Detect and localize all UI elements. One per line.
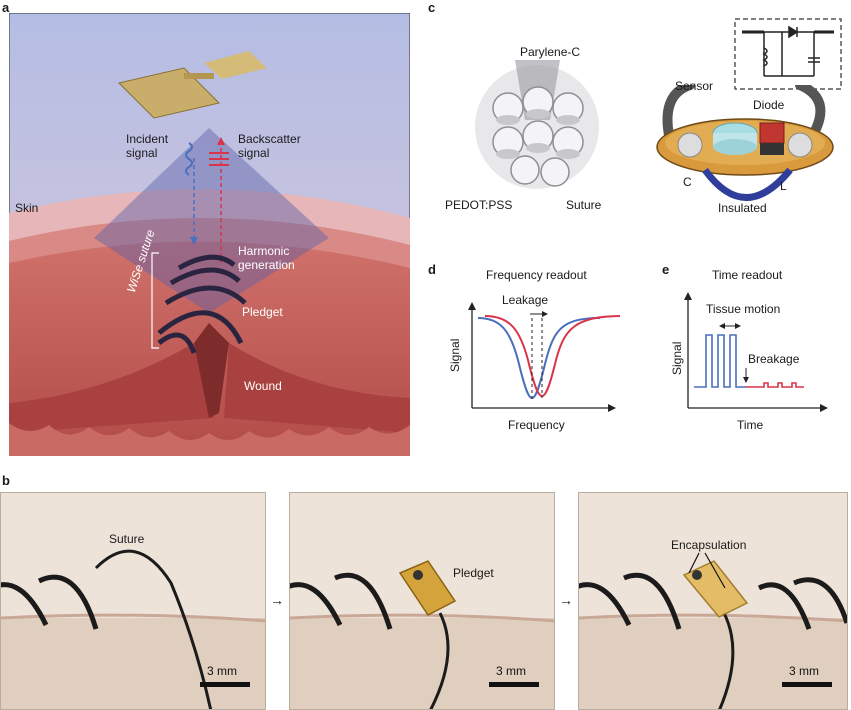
photo1-suture-label: Suture	[109, 532, 145, 546]
freq-readout-title: Frequency readout	[486, 268, 587, 282]
time-readout-title: Time readout	[712, 268, 783, 282]
label-l: L	[780, 179, 787, 193]
label-sensor: Sensor	[675, 79, 714, 93]
panel-b-letter: b	[2, 473, 10, 488]
time-xlabel: Time	[737, 418, 764, 432]
scale-bar-3	[782, 682, 832, 687]
scale-text-3: 3 mm	[789, 664, 819, 678]
photo2-pledget-label: Pledget	[453, 566, 494, 580]
panel-a-illustration	[9, 13, 410, 456]
antenna-icon	[118, 51, 267, 119]
breakage-label: Breakage	[748, 352, 800, 366]
scale-text-2: 3 mm	[496, 664, 526, 678]
label-pedot: PEDOT:PSS	[445, 198, 513, 212]
label-suture-c: Suture	[566, 198, 602, 212]
pledget-device	[656, 85, 834, 201]
photo-suture: Suture 3 mm	[0, 492, 266, 710]
scale-bar-2	[489, 682, 539, 687]
panel-c-letter: c	[428, 0, 436, 15]
tissue-motion-label: Tissue motion	[706, 302, 781, 316]
photo-pledget: Pledget 3 mm	[289, 492, 555, 710]
panel-e-letter: e	[662, 262, 670, 277]
scale-text-1: 3 mm	[207, 664, 237, 678]
red-pulses	[746, 382, 804, 388]
label-skin: Skin	[15, 201, 39, 215]
scale-bar-1	[200, 682, 250, 687]
label-wound: Wound	[244, 379, 282, 393]
label-harmonic-generation: Harmonic generation	[238, 244, 295, 272]
photo-encapsulation: Encapsulation 3 mm	[578, 492, 848, 710]
arrow-2-icon: →	[559, 592, 573, 608]
wound-cut	[194, 323, 229, 418]
time-plot	[684, 292, 828, 412]
freq-xlabel: Frequency	[508, 418, 565, 432]
leakage-label: Leakage	[502, 293, 549, 307]
freq-ylabel: Signal	[448, 338, 462, 372]
label-c: C	[683, 175, 692, 189]
circuit-diagram	[734, 18, 842, 90]
label-incident-signal: Incident signal	[126, 132, 169, 160]
blue-resonance-curve	[477, 317, 601, 400]
label-backscatter-signal: Backscatter signal	[238, 132, 301, 160]
frequency-plot	[468, 302, 620, 412]
photo3-encapsulation-label: Encapsulation	[671, 538, 747, 552]
label-pledget: Pledget	[242, 305, 283, 319]
label-diode: Diode	[753, 98, 785, 112]
radiation-cone	[94, 128, 329, 313]
label-insulated: Insulated	[718, 201, 767, 215]
suture-cross-section	[475, 60, 599, 189]
time-ylabel: Signal	[670, 341, 684, 375]
arrow-1-icon: →	[270, 592, 284, 608]
blue-pulses	[694, 334, 746, 388]
label-parylene: Parylene-C	[520, 45, 581, 59]
panel-d-letter: d	[428, 262, 436, 277]
panel-a-letter: a	[2, 0, 10, 15]
red-resonance-curve	[484, 315, 620, 398]
